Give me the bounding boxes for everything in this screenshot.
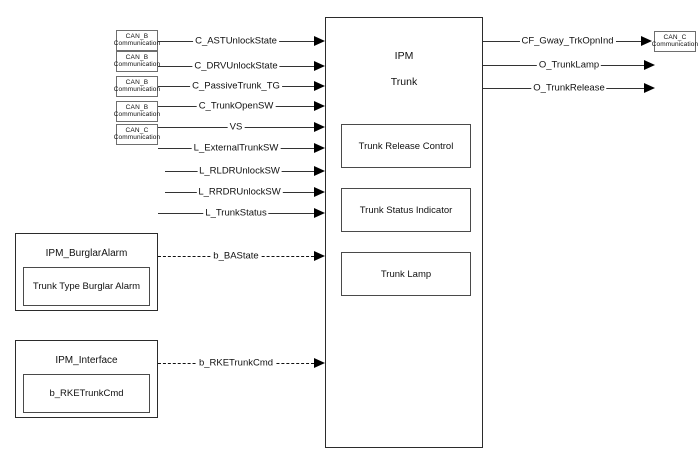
- output-arrow-icon: [644, 83, 655, 93]
- output-arrow-icon: [641, 36, 652, 46]
- left-group-title: IPM_BurglarAlarm: [45, 248, 128, 259]
- input-arrow-icon: [314, 122, 325, 132]
- can-sink-line1: CAN_C: [663, 33, 687, 41]
- input-arrow-icon: [314, 36, 325, 46]
- ipm-sub-block[interactable]: Trunk Lamp: [341, 252, 471, 296]
- can-sink-line2: Communication: [651, 40, 699, 48]
- input-arrow-icon: [314, 61, 325, 71]
- input-arrow-icon: [314, 143, 325, 153]
- input-signal-label: C_PassiveTrunk_TG: [190, 80, 282, 92]
- output-signal-label: CF_Gway_TrkOpnInd: [519, 35, 616, 47]
- output-signal-label: O_TrunkLamp: [536, 59, 602, 71]
- output-arrow-icon: [644, 60, 655, 70]
- input-signal-label: C_DRVUnlockState: [192, 60, 280, 72]
- input-arrow-icon: [314, 81, 325, 91]
- input-arrow-icon: [314, 101, 325, 111]
- input-signal-label: L_TrunkStatus: [203, 207, 269, 219]
- ipm-title-line1: IPM: [394, 50, 414, 62]
- input-arrow-icon: [314, 187, 325, 197]
- can-source-line1: CAN_B: [125, 103, 149, 111]
- input-signal-label: C_ASTUnlockState: [193, 35, 279, 47]
- input-arrow-icon: [314, 208, 325, 218]
- input-arrow-icon: [314, 166, 325, 176]
- left-group-title: IPM_Interface: [55, 355, 118, 366]
- left-group-inner-block[interactable]: b_RKETrunkCmd: [23, 374, 150, 413]
- can-source-line1: CAN_B: [125, 32, 149, 40]
- input-arrow-icon: [314, 358, 325, 368]
- can-source-line2: Communication: [113, 110, 161, 118]
- output-signal-label: O_TrunkRelease: [531, 82, 607, 94]
- input-signal-label: VS: [227, 121, 245, 133]
- can-source-line1: CAN_B: [125, 53, 149, 61]
- left-group-block[interactable]: IPM_Interface b_RKETrunkCmd: [15, 340, 158, 418]
- left-group-inner-block[interactable]: Trunk Type Burglar Alarm: [23, 267, 150, 306]
- input-signal-label: L_ExternalTrunkSW: [191, 142, 281, 154]
- can-source-line1: CAN_B: [125, 78, 149, 86]
- ipm-sub-block[interactable]: Trunk Release Control: [341, 124, 471, 168]
- can-source-line2: Communication: [113, 60, 161, 68]
- input-arrow-icon: [314, 251, 325, 261]
- input-signal-label: L_RRDRUnlockSW: [196, 186, 283, 198]
- ipm-title-line2: Trunk: [390, 76, 418, 88]
- ipm-sub-block[interactable]: Trunk Status Indicator: [341, 188, 471, 232]
- input-signal-label: b_BAState: [211, 250, 261, 262]
- input-signal-label: C_TrunkOpenSW: [196, 100, 276, 112]
- can-source-line2: Communication: [113, 39, 161, 47]
- can-source-line2: Communication: [113, 133, 161, 141]
- can-source-line2: Communication: [113, 85, 161, 93]
- can-source-line1: CAN_C: [125, 126, 149, 134]
- input-signal-label: b_RKETrunkCmd: [196, 357, 276, 369]
- input-signal-label: L_RLDRUnlockSW: [197, 165, 282, 177]
